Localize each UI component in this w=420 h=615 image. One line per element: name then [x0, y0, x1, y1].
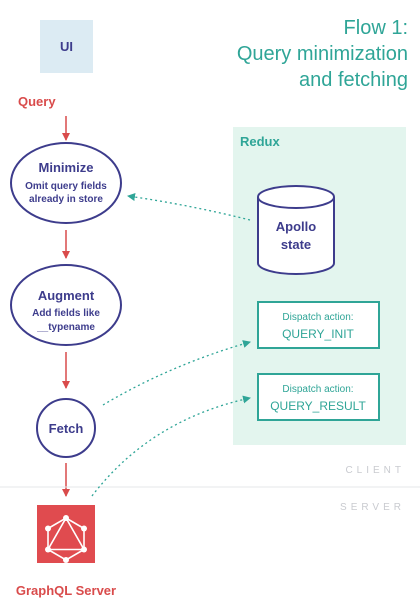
arrow-fetch-to-query-init	[102, 340, 251, 406]
fetch-node: Fetch	[36, 398, 96, 458]
augment-title: Augment	[38, 288, 95, 303]
ui-box-label: UI	[60, 39, 73, 54]
graphql-logo-icon	[37, 505, 95, 563]
client-zone-label: CLIENT	[345, 465, 405, 476]
action-query-result: Dispatch action: QUERY_RESULT	[257, 373, 380, 421]
action-init-line-1: Dispatch action:	[282, 312, 353, 323]
arrow-server-to-query-result	[91, 395, 251, 497]
minimize-title: Minimize	[39, 160, 94, 175]
minimize-line-1: Omit query fields	[25, 181, 107, 192]
query-label: Query	[18, 94, 56, 109]
fetch-label: Fetch	[49, 421, 84, 436]
apollo-state-store: Apollo state	[257, 185, 335, 275]
augment-node: Augment Add fields like __typename	[10, 264, 122, 346]
action-init-line-2: QUERY_INIT	[282, 327, 354, 341]
redux-label: Redux	[240, 134, 281, 149]
action-query-init: Dispatch action: QUERY_INIT	[257, 301, 380, 349]
minimize-node: Minimize Omit query fields already in st…	[10, 142, 122, 224]
arrow-store-to-minimize	[127, 193, 251, 221]
augment-line-1: Add fields like	[32, 308, 100, 319]
title-line-3: and fetching	[299, 69, 408, 91]
apollo-state-line-1: Apollo	[276, 219, 316, 234]
action-result-line-1: Dispatch action:	[282, 384, 353, 395]
action-result-line-2: QUERY_RESULT	[270, 399, 366, 413]
graphql-server-label: GraphQL Server	[16, 583, 116, 598]
apollo-state-line-2: state	[281, 237, 311, 252]
minimize-line-2: already in store	[29, 194, 103, 205]
ui-box	[40, 20, 93, 73]
server-zone-label: SERVER	[340, 502, 405, 513]
title-line-1: Flow 1:	[344, 17, 408, 39]
augment-line-2: __typename	[36, 322, 95, 333]
title-line-2: Query minimization	[237, 43, 408, 65]
